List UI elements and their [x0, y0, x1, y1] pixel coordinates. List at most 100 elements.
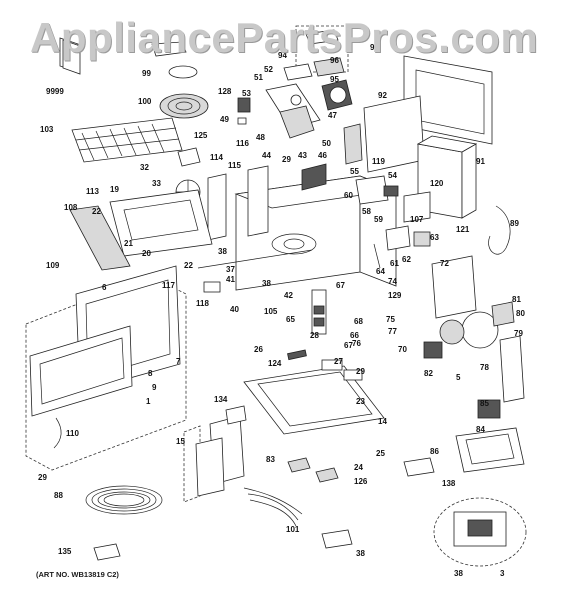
part-callout-59: 59 [374, 215, 383, 224]
grease-filter-coil [85, 485, 163, 515]
part-callout-38: 38 [356, 549, 365, 558]
door-part [29, 265, 181, 449]
part-callout-85: 85 [480, 399, 489, 408]
part-callout-54: 54 [388, 171, 397, 180]
interlock-part [311, 289, 327, 335]
part-callout-26: 26 [254, 345, 263, 354]
part-callout-3: 3 [500, 569, 505, 578]
part-callout-29: 29 [38, 473, 47, 482]
part-callout-117: 117 [162, 281, 175, 290]
part-callout-96: 96 [330, 56, 339, 65]
base-pan-part [243, 365, 385, 435]
part-callout-49: 49 [220, 115, 229, 124]
support-bar-part [197, 249, 313, 269]
part-callout-22: 22 [92, 207, 101, 216]
part-callout-68: 68 [354, 317, 363, 326]
part-callout-89: 89 [510, 219, 519, 228]
damper-part [313, 57, 345, 77]
detail-box-top [295, 25, 349, 73]
part-callout-100: 100 [138, 97, 152, 106]
part-callout-138: 138 [442, 479, 456, 488]
part-callout-52: 52 [264, 65, 273, 74]
part-callout-7: 7 [176, 357, 181, 366]
holder-part-b [343, 369, 363, 381]
part-callout-25: 25 [376, 449, 385, 458]
part-callout-19: 19 [110, 185, 119, 194]
part-callout-8: 8 [148, 369, 153, 378]
part-callout-27: 27 [334, 357, 343, 366]
part-callout-120: 120 [430, 179, 444, 188]
inner-panel-part [247, 165, 269, 237]
roller-ring-part [168, 65, 198, 79]
part-callout-21: 21 [124, 239, 133, 248]
part-callout-118: 118 [196, 299, 209, 308]
part-callout-1: 1 [146, 397, 151, 406]
small-clip-part [237, 117, 247, 125]
part-callout-115: 115 [228, 161, 241, 170]
part-callout-82: 82 [424, 369, 433, 378]
part-callout-80: 80 [516, 309, 525, 318]
vent-panel-part [301, 163, 327, 191]
part-callout-77: 77 [388, 327, 397, 336]
part-callout-22: 22 [184, 261, 193, 270]
part-callout-33: 33 [152, 179, 161, 188]
turntable-part [159, 93, 209, 119]
door-trim-part [69, 205, 131, 271]
part-callout-83: 83 [266, 455, 275, 464]
lamp-part [287, 349, 307, 361]
part-callout-64: 64 [376, 267, 385, 276]
blower-fan-part [321, 79, 353, 111]
control-board-part [195, 405, 247, 497]
mount-plate-part [343, 123, 363, 165]
part-callout-116: 116 [236, 139, 249, 148]
part-callout-78: 78 [480, 363, 489, 372]
filter-plate-part [287, 457, 311, 473]
part-callout-50: 50 [322, 139, 331, 148]
part-callout-37: 37 [226, 265, 235, 274]
part-callout-109: 109 [46, 261, 60, 270]
left-panel-part [207, 173, 227, 241]
part-callout-134: 134 [214, 395, 228, 404]
part-callout-135: 135 [58, 547, 72, 556]
part-callout-121: 121 [456, 225, 470, 234]
part-callout-40: 40 [230, 305, 239, 314]
part-callout-114: 114 [210, 153, 223, 162]
part-callout-107: 107 [410, 215, 424, 224]
part-callout-60: 60 [344, 191, 353, 200]
part-callout-32: 32 [140, 163, 149, 172]
part-callout-29: 29 [282, 155, 291, 164]
part-callout-44: 44 [262, 151, 271, 160]
part-callout-46: 46 [318, 151, 327, 160]
part-callout-29: 29 [356, 367, 365, 376]
bottom-cover-part [453, 511, 507, 547]
base-plate-part [455, 427, 525, 473]
control-panel-part [109, 189, 213, 257]
part-callout-74: 74 [388, 277, 397, 286]
grille-part [305, 29, 339, 45]
part-callout-81: 81 [512, 295, 521, 304]
bracket-part [403, 191, 431, 223]
part-callout-38: 38 [262, 279, 271, 288]
manual-part [59, 37, 81, 75]
part-callout-101: 101 [286, 525, 300, 534]
part-callout-9999: 9999 [46, 87, 64, 96]
part-callout-128: 128 [218, 87, 232, 96]
transformer-part [477, 399, 501, 419]
part-callout-43: 43 [298, 151, 307, 160]
part-callout-51: 51 [254, 73, 263, 82]
part-callout-9: 9 [152, 383, 157, 392]
part-callout-113: 113 [86, 187, 99, 196]
part-callout-23: 23 [356, 397, 365, 406]
art-number: (ART NO. WB13819 C2) [36, 570, 119, 579]
part-callout-93: 93 [370, 43, 379, 52]
detail-oval-bottom [433, 497, 527, 567]
part-callout-76: 76 [352, 339, 361, 348]
relay-part [413, 231, 431, 247]
part-callout-42: 42 [284, 291, 293, 300]
part-callout-48: 48 [256, 133, 265, 142]
part-callout-41: 41 [226, 275, 235, 284]
part-callout-108: 108 [64, 203, 78, 212]
part-callout-65: 65 [286, 315, 295, 324]
part-callout-103: 103 [40, 125, 54, 134]
